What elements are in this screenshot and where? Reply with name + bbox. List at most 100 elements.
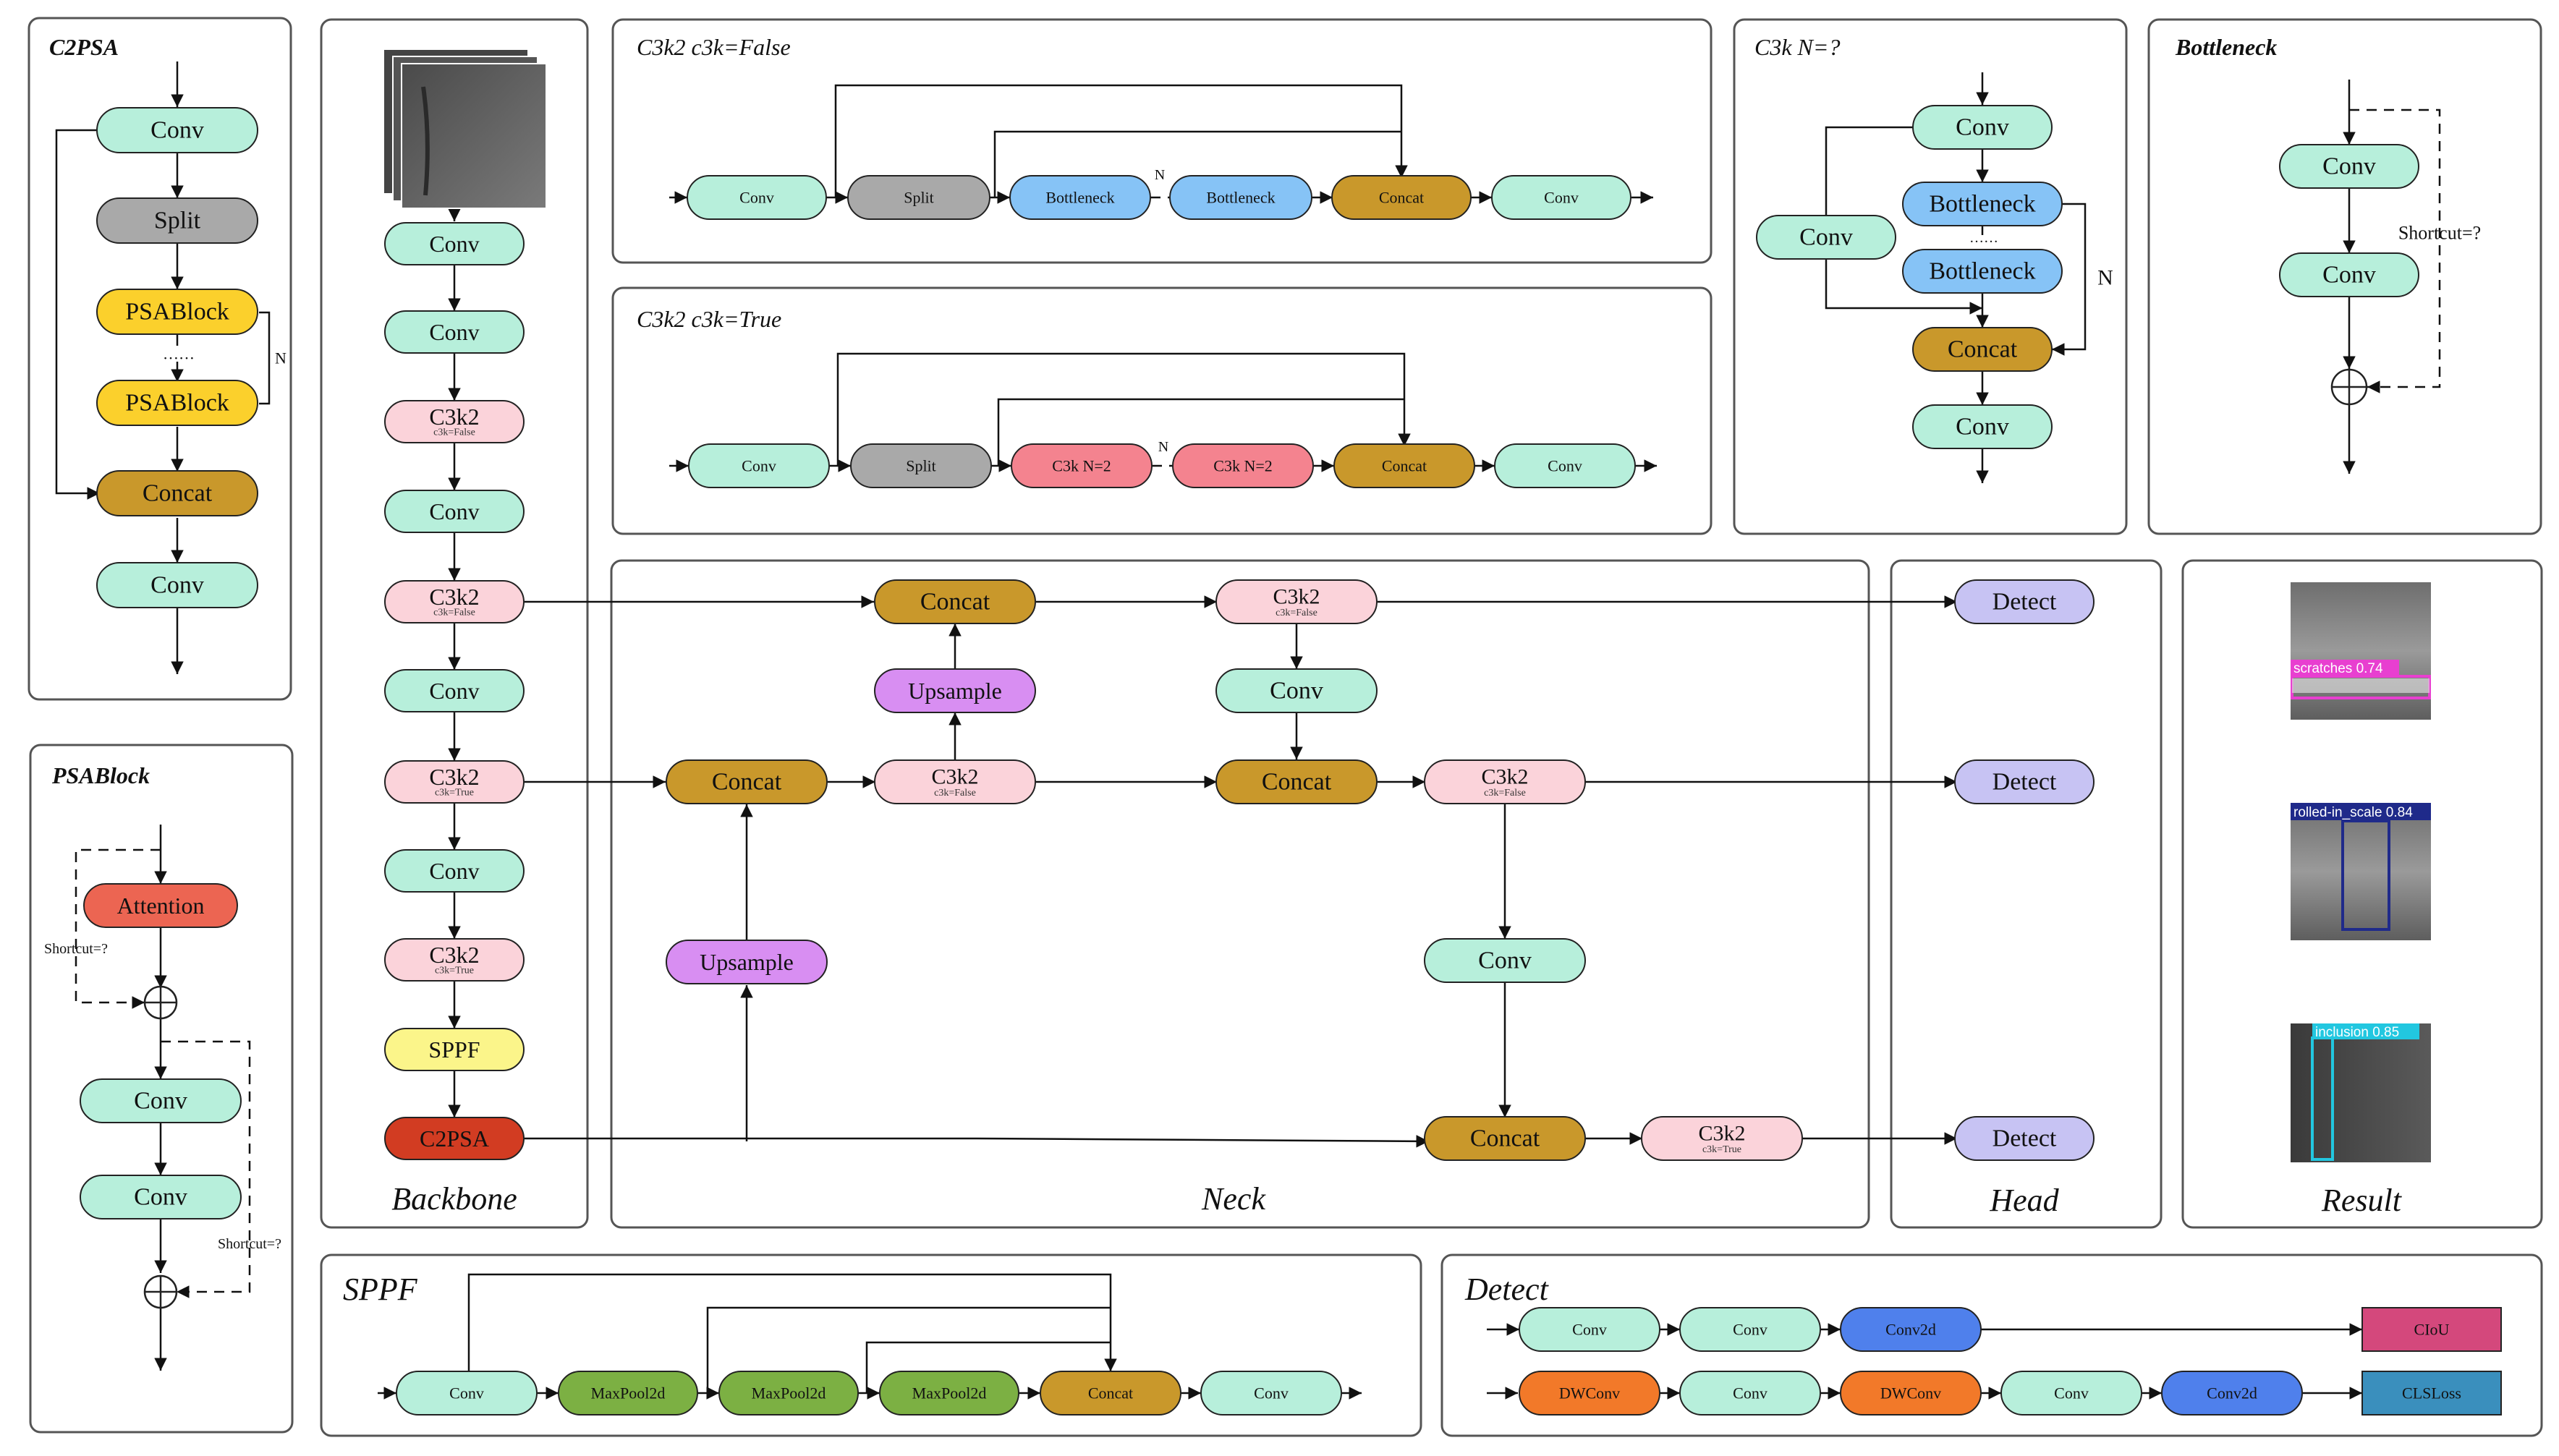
- neck-conv-2-shape: [1424, 938, 1586, 983]
- backbone-c3k2-3-shape: [384, 760, 525, 804]
- backbone-c3k2-4-shape: [384, 938, 525, 982]
- c3kf-conv-2: Conv: [1491, 175, 1631, 220]
- head-detect-1-shape: [1954, 579, 2095, 624]
- btn-shortcut: [2349, 108, 2441, 393]
- c2psa-panel: [27, 17, 292, 701]
- sppf-maxpool-1-label: MaxPool2d: [591, 1384, 666, 1402]
- c2psa-skip: [55, 129, 100, 500]
- connector-lines: [55, 61, 2441, 1400]
- c3k-conv-2-shape: [1912, 404, 2053, 449]
- c3kt-c3k-2: C3k N=2: [1172, 443, 1314, 488]
- psa-conv-2: Conv: [80, 1175, 242, 1219]
- c3k-conv-1-label: Conv: [1956, 114, 2009, 141]
- c3kt-concat-shape: [1333, 443, 1475, 488]
- det-conv-1-label: Conv: [1572, 1321, 1607, 1339]
- neck-c3k2-2-sublabel: c3k=False: [1276, 608, 1317, 618]
- c2psa-dots: ……: [163, 345, 195, 363]
- backbone-conv-5-shape: [384, 849, 525, 893]
- c3kf-bottleneck-1: Bottleneck: [1009, 175, 1151, 220]
- sppf-maxpool-3-shape: [879, 1371, 1019, 1415]
- backbone-conv-2: Conv: [384, 310, 525, 354]
- neck-concat-3-shape: [1215, 759, 1378, 804]
- c3kt-c3k-1: C3k N=2: [1011, 443, 1153, 488]
- psa-shortcut-2: [161, 1040, 251, 1298]
- c2psa-split: Split: [96, 197, 258, 244]
- backbone-sppf: SPPF: [384, 1028, 525, 1071]
- c2psa-conv-2: Conv: [96, 562, 258, 608]
- detect-title: Detect: [1464, 1272, 1550, 1307]
- btn-conv-1: Conv: [2279, 144, 2419, 189]
- backbone-c2psa-label: C2PSA: [420, 1125, 489, 1151]
- backbone-c3k2-1-sublabel: c3k=False: [433, 427, 475, 438]
- det-conv-2-shape: [1679, 1307, 1821, 1352]
- c3kf-concat-shape: [1331, 175, 1472, 220]
- backbone-c3k2-2-label: C3k2: [429, 584, 479, 610]
- c2psa-title: C2PSA: [49, 34, 119, 60]
- head-panel: [1890, 559, 2163, 1229]
- backbone-c3k2-4-sublabel: c3k=True: [435, 966, 474, 976]
- neck-concat-3: Concat: [1215, 759, 1378, 804]
- c3kf-concat-label: Concat: [1379, 189, 1424, 207]
- c3kt-split: Split: [850, 443, 992, 488]
- neck-c3k2-2-shape: [1215, 579, 1378, 624]
- head-detect-3-shape: [1954, 1116, 2095, 1161]
- sppf-title: SPPF: [343, 1272, 418, 1307]
- c3k-title: C3k N=?: [1754, 34, 1840, 60]
- sppf-conv-1-shape: [396, 1371, 538, 1415]
- neck-concat-4: Concat: [1424, 1116, 1586, 1161]
- backbone-conv-4: Conv: [384, 669, 525, 712]
- c2psa-psablock-2: PSABlock: [96, 380, 258, 426]
- neck-upsample-1-shape: [666, 940, 828, 984]
- det-ciou-label: CIoU: [2414, 1321, 2450, 1339]
- c3k-n-label: N: [2097, 266, 2113, 290]
- c3kf-conv-1-shape: [687, 175, 827, 220]
- c3k-side-out: [1825, 257, 1982, 315]
- psa-conv-2-shape: [80, 1175, 242, 1219]
- result-image-rolled-in-scale: rolled-in_scale 0.84: [2291, 803, 2431, 940]
- btn-add: [2330, 368, 2368, 406]
- psa-add-1: [143, 985, 178, 1020]
- c3k-bottleneck-1-label: Bottleneck: [1929, 191, 2035, 218]
- c3k-bottleneck-1: Bottleneck: [1902, 182, 2063, 226]
- btn-conv-1-label: Conv: [2322, 153, 2376, 180]
- head-detect-2-label: Detect: [1993, 769, 2057, 796]
- backbone-c3k2-1-shape: [384, 400, 525, 443]
- det-conv-1-shape: [1519, 1307, 1660, 1352]
- head-detect-1-label: Detect: [1993, 589, 2057, 616]
- det-clsloss-shape: [2361, 1371, 2502, 1415]
- det-conv2d-2-label: Conv2d: [2207, 1384, 2257, 1402]
- c2psa-n-label: N: [275, 349, 287, 367]
- psa-add-2: [143, 1274, 178, 1309]
- c3kt-concat-label: Concat: [1382, 457, 1427, 475]
- neck-c3k2-1-shape: [874, 759, 1036, 804]
- psa-shortcut-1: [75, 848, 161, 1009]
- c2psa-psablock-1: PSABlock: [96, 289, 258, 335]
- neck-c3k2-3-shape: [1424, 759, 1586, 804]
- result-image-scratches: scratches 0.74: [2291, 582, 2431, 720]
- neck-title: Neck: [1201, 1181, 1266, 1217]
- c3k-conv-1-shape: [1912, 105, 2053, 150]
- neck-concat-4-label: Concat: [1470, 1125, 1540, 1152]
- sppf-concat-shape: [1040, 1371, 1181, 1415]
- head-detect-3: Detect: [1954, 1116, 2095, 1161]
- backbone-title: Backbone: [391, 1181, 517, 1217]
- bottleneck-title: Bottleneck: [2175, 34, 2277, 60]
- head-detect-3-label: Detect: [1993, 1125, 2057, 1152]
- backbone-c3k2-3-sublabel: c3k=True: [435, 788, 474, 799]
- psablock-title: PSABlock: [51, 762, 150, 788]
- neck-conv-1-shape: [1215, 668, 1378, 713]
- det-dwconv-2-shape: [1840, 1371, 1982, 1415]
- c3k-conv-2-label: Conv: [1956, 414, 2009, 440]
- det-conv-3: Conv: [1679, 1371, 1821, 1415]
- neck-concat-1: Concat: [666, 759, 828, 804]
- neck-upsample-2: Upsample: [874, 668, 1036, 713]
- c3kt-conv-1: Conv: [688, 443, 830, 488]
- result-label-scratches: scratches 0.74: [2293, 661, 2383, 676]
- psa-shortcut-label-1: Shortcut=?: [44, 941, 108, 957]
- c2psa-conv-2-shape: [96, 562, 258, 608]
- neck-upsample-1-label: Upsample: [700, 949, 794, 975]
- backbone-conv-5: Conv: [384, 849, 525, 893]
